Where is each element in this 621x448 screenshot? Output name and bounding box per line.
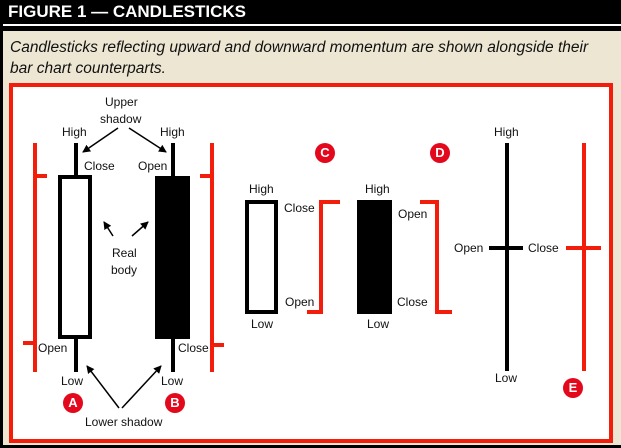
- candle-c-upward: [245, 200, 278, 314]
- badge-b: B: [165, 393, 185, 413]
- figure-title: FIGURE 1 — CANDLESTICKS: [8, 2, 247, 21]
- annotation-arrows: [82, 127, 167, 409]
- real-body-label-line2: body: [111, 263, 138, 277]
- candle-c-low-label: Low: [251, 317, 274, 331]
- lower-shadow-label: Lower shadow: [85, 415, 163, 429]
- upper-shadow-label-line1: Upper: [105, 95, 138, 109]
- bar-d: [420, 200, 452, 314]
- diagram-frame: [9, 83, 613, 443]
- candle-b-open-label: Open: [138, 159, 168, 173]
- candle-d-low-label: Low: [367, 317, 390, 331]
- candle-b-close-label: Close: [178, 341, 209, 355]
- title-divider: [3, 24, 621, 26]
- candle-c-open-label: Open: [285, 295, 315, 309]
- bar-b: [200, 143, 224, 372]
- figure-title-bar: FIGURE 1 — CANDLESTICKS: [0, 0, 621, 24]
- candle-b-low-label: Low: [161, 374, 184, 388]
- candle-a-open-label: Open: [38, 341, 68, 355]
- candle-a-close-label: Close: [84, 159, 115, 173]
- badge-d: D: [430, 143, 450, 163]
- candle-b-high-label: High: [160, 125, 185, 139]
- candle-a-low-label: Low: [61, 374, 84, 388]
- doji-e: [489, 143, 523, 371]
- candle-d-downward: [357, 200, 392, 314]
- candle-b-downward: [155, 143, 190, 372]
- badge-c: C: [315, 143, 335, 163]
- candle-a-upward: [58, 143, 92, 372]
- doji-e-open-label: Open: [454, 241, 484, 255]
- real-body-label-line1: Real: [112, 246, 137, 260]
- badge-e: E: [563, 378, 583, 398]
- candle-d-close-label: Close: [397, 295, 428, 309]
- candle-d-high-label: High: [365, 182, 390, 196]
- figure-caption: Candlesticks reflecting upward and downw…: [10, 39, 589, 77]
- doji-e-high-label: High: [494, 125, 519, 139]
- bar-a: [23, 143, 47, 372]
- candle-c-high-label: High: [249, 182, 274, 196]
- candle-c-close-label: Close: [284, 201, 315, 215]
- candle-a-high-label: High: [62, 125, 87, 139]
- bar-e: [566, 143, 601, 371]
- candle-d-open-label: Open: [398, 207, 428, 221]
- doji-e-close-label: Close: [528, 241, 559, 255]
- badge-a: A: [63, 393, 83, 413]
- bar-c: [307, 200, 340, 314]
- upper-shadow-label-line2: shadow: [100, 112, 142, 126]
- doji-e-low-label: Low: [495, 371, 518, 385]
